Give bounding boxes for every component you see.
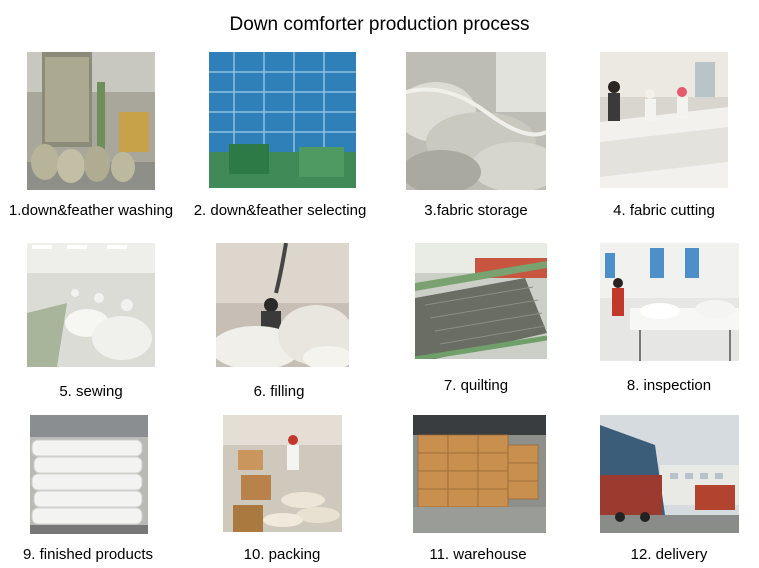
step-label-delivery: 12. delivery <box>630 546 708 563</box>
photo-filling <box>216 243 349 367</box>
page-title: Down comforter production process <box>229 14 530 35</box>
step-label-filling: 6. filling <box>253 383 305 400</box>
photo-fabric-cutting <box>600 52 728 188</box>
step-label-finished-products: 9. finished products <box>22 546 154 563</box>
photo-packing <box>223 415 342 532</box>
photo-fabric-storage <box>406 52 546 190</box>
photo-down-feather-washing <box>27 52 155 190</box>
step-label-fabric-storage: 3.fabric storage <box>424 202 528 219</box>
photo-delivery <box>600 415 739 533</box>
step-label-packing: 10. packing <box>243 546 321 563</box>
step-label-sewing: 5. sewing <box>59 383 123 400</box>
step-label-washing: 1.down&feather washing <box>8 202 174 219</box>
photo-quilting <box>415 243 547 359</box>
step-label-inspection: 8. inspection <box>626 377 712 394</box>
photo-inspection <box>600 243 739 361</box>
step-label-warehouse: 11. warehouse <box>429 546 527 563</box>
photo-warehouse <box>413 415 546 533</box>
step-label-quilting: 7. quilting <box>443 377 509 394</box>
photo-finished-products <box>30 415 148 534</box>
photo-sewing <box>27 243 155 367</box>
step-label-fabric-cutting: 4. fabric cutting <box>613 202 715 219</box>
photo-down-feather-selecting <box>209 52 356 188</box>
step-label-selecting: 2. down&feather selecting <box>193 202 367 219</box>
